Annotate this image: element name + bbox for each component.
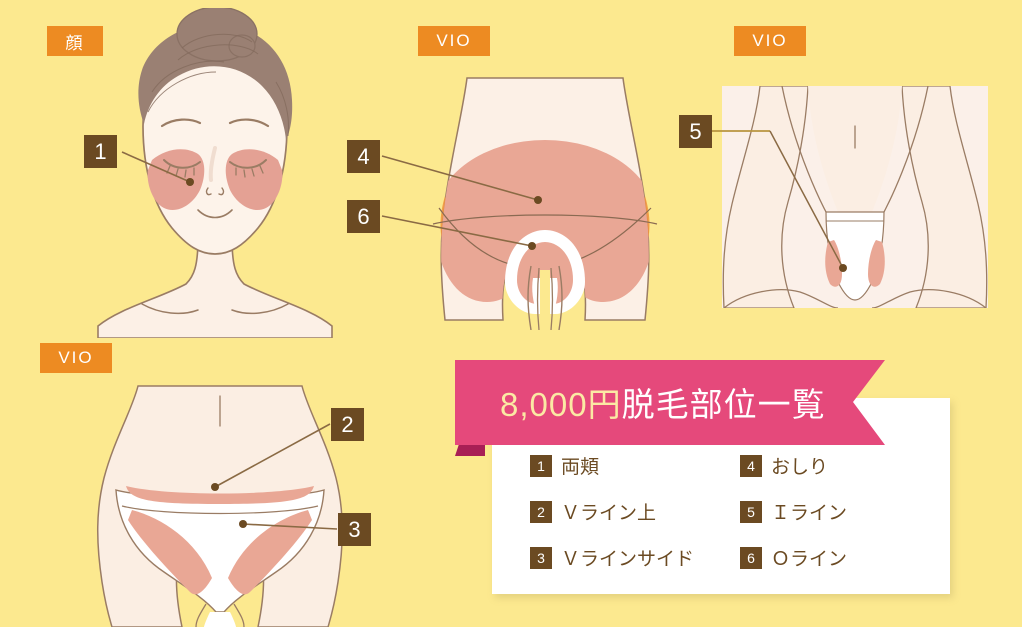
legend-number: 2 xyxy=(530,500,552,523)
callout-6: 6 xyxy=(347,200,380,233)
list-item: 6 Ｏライン xyxy=(740,544,940,571)
tag-vio-vline-label: VIO xyxy=(58,348,94,367)
legend-number: 1 xyxy=(530,454,552,477)
callout-1-number: 1 xyxy=(94,138,107,164)
callout-5-number: 5 xyxy=(689,118,702,144)
banner-rest: 脱毛部位一覧 xyxy=(621,386,826,423)
tag-vio-hip-label: VIO xyxy=(436,31,472,50)
list-item: 4 おしり xyxy=(740,452,940,479)
face-illustration xyxy=(90,8,340,338)
callout-5: 5 xyxy=(679,115,712,148)
list-item: 1 両頬 xyxy=(530,452,740,479)
tag-vio-vline: VIO xyxy=(40,343,112,373)
tag-face: 顔 xyxy=(47,26,103,56)
tag-vio-iline-label: VIO xyxy=(752,31,788,50)
legend-label: 両頬 xyxy=(561,457,600,478)
legend-number: 3 xyxy=(530,546,552,569)
legend-label: Ｉライン xyxy=(771,503,848,524)
price-legend-panel: 8,000円脱毛部位一覧 1 両頬 4 おしり 2 Ｖライン上 5 Ｉライン 3… xyxy=(455,360,955,605)
legend-label: Ｖライン上 xyxy=(561,503,657,524)
legend-label: Ｏライン xyxy=(771,549,848,570)
tag-vio-iline: VIO xyxy=(734,26,806,56)
legend-label: Ｖラインサイド xyxy=(561,549,695,570)
banner-amount: 8,000円 xyxy=(500,386,622,423)
list-item: 2 Ｖライン上 xyxy=(530,498,740,525)
legend-number: 4 xyxy=(740,454,762,477)
banner-title: 8,000円脱毛部位一覧 xyxy=(500,368,860,436)
callout-3: 3 xyxy=(338,513,371,546)
legend-number: 5 xyxy=(740,500,762,523)
vline-illustration xyxy=(70,382,370,627)
callout-2: 2 xyxy=(331,408,364,441)
ribbon-banner xyxy=(455,360,885,445)
list-item: 5 Ｉライン xyxy=(740,498,940,525)
callout-4: 4 xyxy=(347,140,380,173)
callout-1: 1 xyxy=(84,135,117,168)
tag-face-label: 顔 xyxy=(65,33,85,53)
callout-2-number: 2 xyxy=(341,411,354,437)
callout-4-number: 4 xyxy=(357,143,370,169)
legend-label: おしり xyxy=(771,457,829,478)
tag-vio-hip: VIO xyxy=(418,26,490,56)
legend-list: 1 両頬 4 おしり 2 Ｖライン上 5 Ｉライン 3 Ｖラインサイド 6 Ｏラ… xyxy=(530,452,950,571)
hip-illustration xyxy=(405,70,685,330)
callout-3-number: 3 xyxy=(348,516,361,542)
iline-panel xyxy=(722,86,988,308)
callout-6-number: 6 xyxy=(357,203,370,229)
legend-number: 6 xyxy=(740,546,762,569)
list-item: 3 Ｖラインサイド xyxy=(530,544,740,571)
